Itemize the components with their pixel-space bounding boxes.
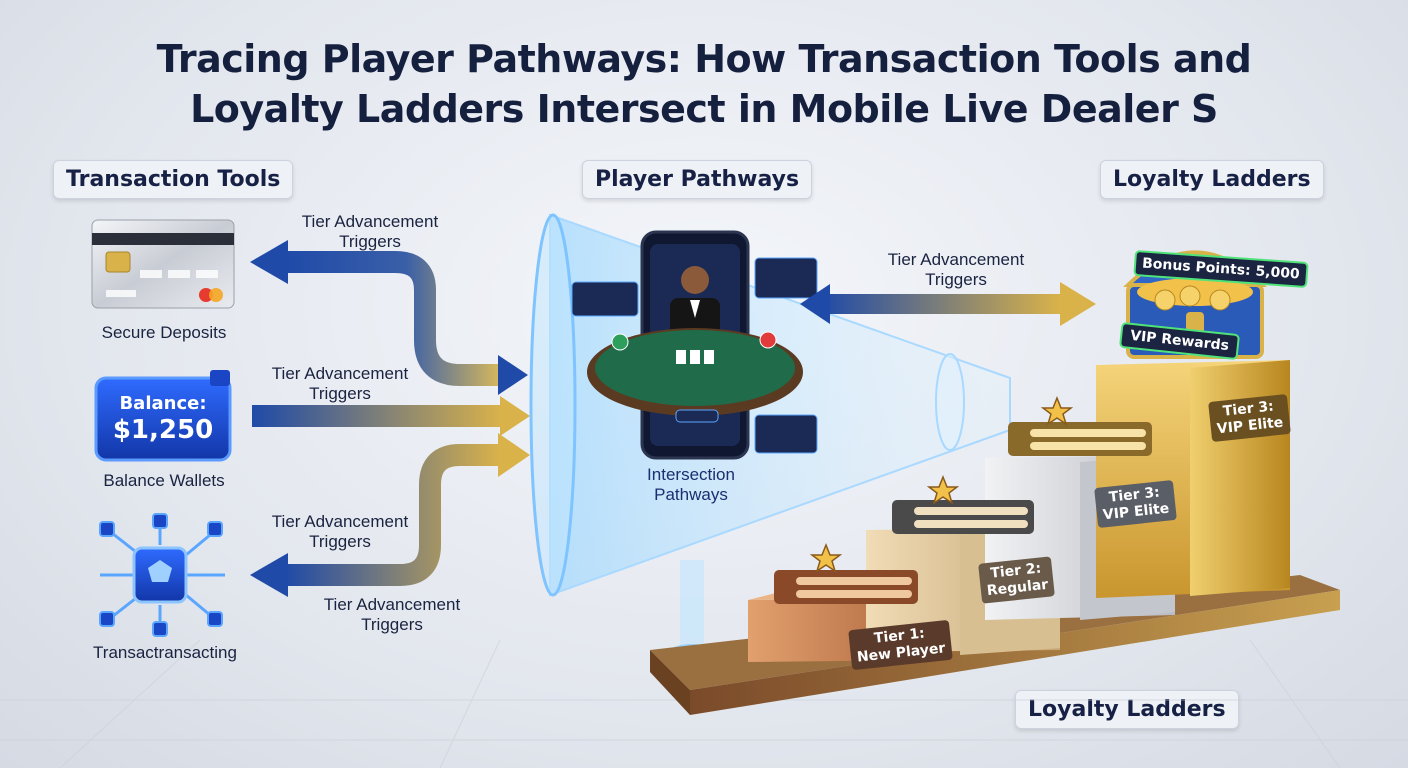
star-icons xyxy=(809,395,1074,573)
chip-nodes xyxy=(99,513,223,637)
transaction-tools-heading: Transaction Tools xyxy=(53,160,294,199)
title-line-1: Tracing Player Pathways: How Transaction… xyxy=(156,37,1252,81)
trigger-label-3: Tier Advancement Triggers xyxy=(250,512,430,552)
arrow-trigger-3 xyxy=(285,444,500,586)
tier-3-label: Tier 3: VIP Elite xyxy=(1094,480,1177,528)
intersection-line-1: Intersection xyxy=(647,465,735,484)
wallet-icon xyxy=(94,370,232,462)
arrow-trigger-4 xyxy=(820,294,1060,314)
shield-icon xyxy=(148,560,172,582)
trigger-4-line-2: Triggers xyxy=(361,615,423,634)
trigger-5-line-2: Triggers xyxy=(925,270,987,289)
tier-4-label: Tier 3: VIP Elite xyxy=(1208,394,1291,442)
title-line-2: Loyalty Ladders Intersect in Mobile Live… xyxy=(190,87,1218,131)
trigger-3-line-1: Tier Advancement xyxy=(271,512,409,531)
trigger-1-line-2: Triggers xyxy=(339,232,401,251)
trigger-1-line-1: Tier Advancement xyxy=(301,212,439,231)
wallet-title: Balance: xyxy=(119,393,207,414)
trigger-4-line-1: Tier Advancement xyxy=(323,595,461,614)
trigger-label-4: Tier Advancement Triggers xyxy=(302,595,482,635)
balance-wallets-label: Balance Wallets xyxy=(103,471,225,490)
loyalty-ladders-heading-bottom: Loyalty Ladders xyxy=(1015,690,1239,729)
trigger-5-line-1: Tier Advancement xyxy=(887,250,1025,269)
page-title: Tracing Player Pathways: How Transaction… xyxy=(0,34,1408,134)
wallet-amount: $1,250 xyxy=(112,415,214,445)
tier-progress-bars xyxy=(774,422,1152,604)
floating-stat-cards xyxy=(571,257,818,454)
trigger-label-1: Tier Advancement Triggers xyxy=(280,212,460,252)
trigger-2-line-2: Triggers xyxy=(309,384,371,403)
trigger-label-2: Tier Advancement Triggers xyxy=(250,364,430,404)
transacting-label: Transactransacting xyxy=(93,643,237,662)
tier-2-label: Tier 2: Regular xyxy=(978,556,1056,604)
credit-card-icon xyxy=(91,219,235,309)
secure-deposits-label: Secure Deposits xyxy=(101,323,227,342)
arrow-trigger-1 xyxy=(285,251,505,386)
wallet-display: Balance: $1,250 xyxy=(100,394,226,446)
intersection-line-2: Pathways xyxy=(654,485,728,504)
blackjack-table xyxy=(587,328,803,423)
loyalty-ladders-heading-top: Loyalty Ladders xyxy=(1100,160,1324,199)
arrow-head-1 xyxy=(250,240,288,284)
trigger-label-5: Tier Advancement Triggers xyxy=(866,250,1046,290)
trigger-3-line-2: Triggers xyxy=(309,532,371,551)
intersection-label: Intersection Pathways xyxy=(626,465,756,505)
player-pathways-heading: Player Pathways xyxy=(582,160,813,199)
trigger-2-line-1: Tier Advancement xyxy=(271,364,409,383)
arrow-trigger-2 xyxy=(252,405,502,427)
